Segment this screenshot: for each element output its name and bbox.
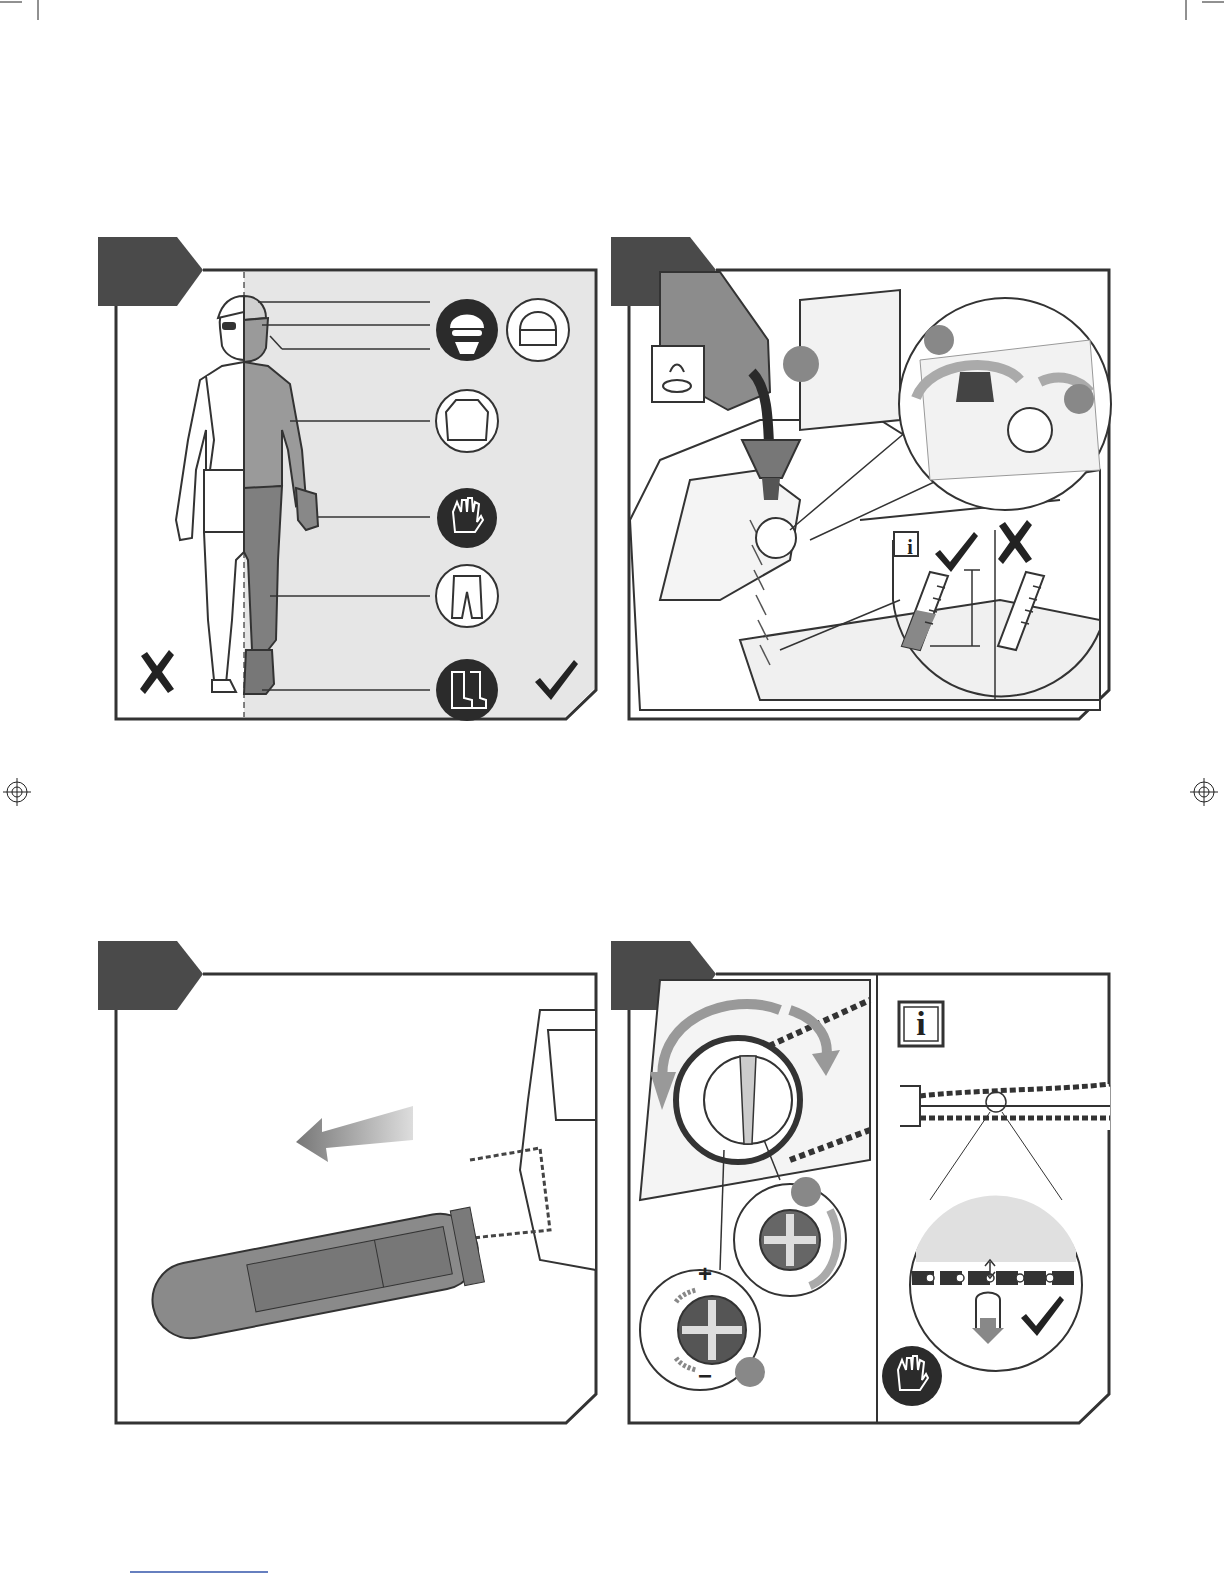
info-symbol: i bbox=[916, 1007, 925, 1041]
tension-minus-sign: − bbox=[698, 1364, 712, 1388]
tension-plus-sign: + bbox=[698, 1262, 712, 1286]
info-symbol: i bbox=[907, 537, 913, 557]
